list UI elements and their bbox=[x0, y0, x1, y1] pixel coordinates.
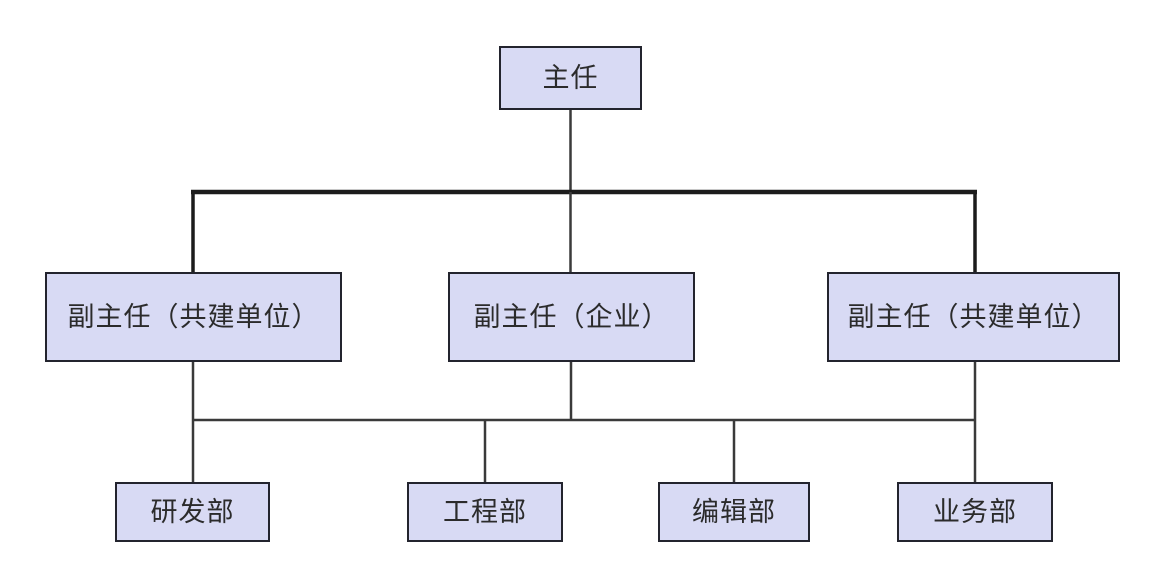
node-dept-rd: 研发部 bbox=[115, 482, 270, 542]
node-director: 主任 bbox=[499, 46, 642, 110]
node-deputy-middle: 副主任（企业） bbox=[448, 272, 695, 362]
node-deputy-right: 副主任（共建单位） bbox=[827, 272, 1120, 362]
node-deputy-right-label: 副主任（共建单位） bbox=[847, 301, 1100, 332]
node-dept-edit: 编辑部 bbox=[658, 482, 810, 542]
node-deputy-middle-label: 副主任（企业） bbox=[473, 301, 670, 332]
node-deputy-left-label: 副主任（共建单位） bbox=[67, 301, 320, 332]
node-dept-edit-label: 编辑部 bbox=[692, 496, 776, 527]
node-dept-rd-label: 研发部 bbox=[150, 496, 235, 527]
node-dept-eng: 工程部 bbox=[407, 482, 563, 542]
node-deputy-left: 副主任（共建单位） bbox=[45, 272, 342, 362]
node-dept-eng-label: 工程部 bbox=[443, 496, 527, 527]
node-dept-biz-label: 业务部 bbox=[933, 496, 1017, 527]
node-director-label: 主任 bbox=[542, 62, 599, 93]
node-dept-biz: 业务部 bbox=[897, 482, 1053, 542]
